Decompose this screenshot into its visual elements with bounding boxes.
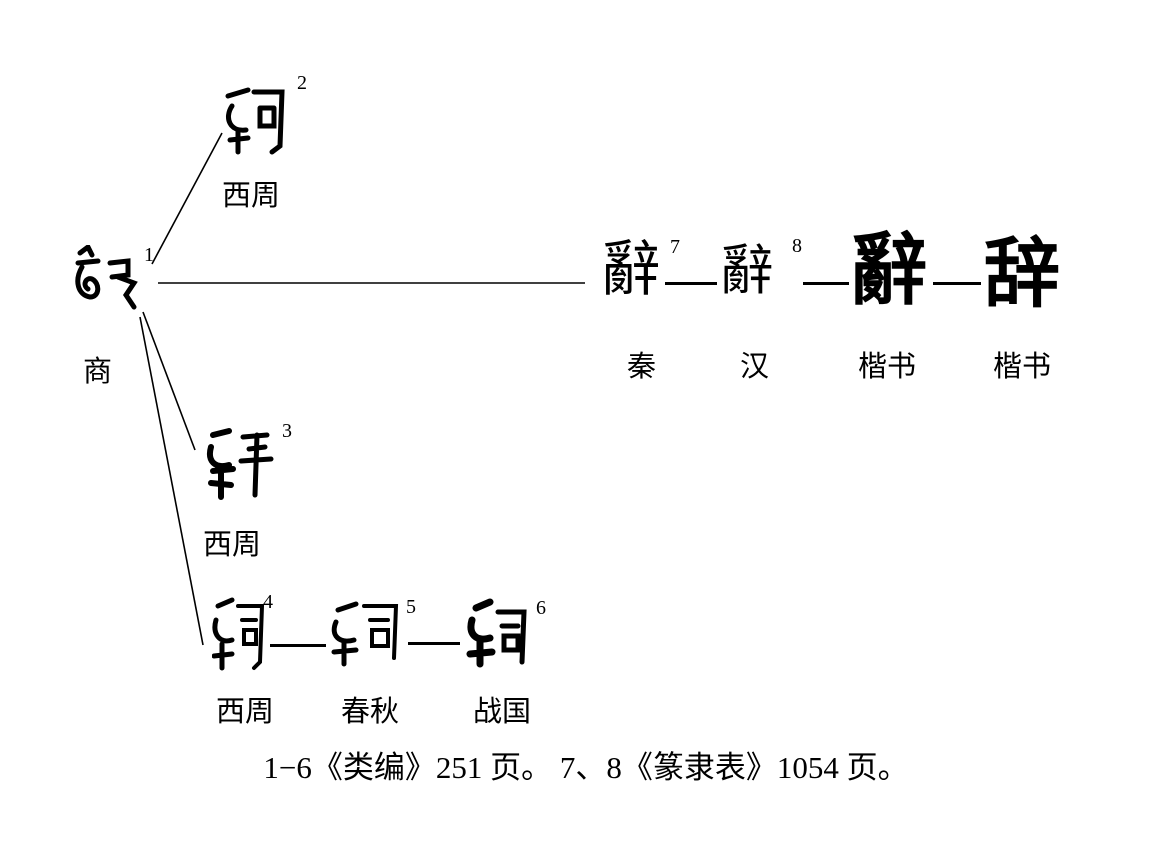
node-label-warring-states: 战国 bbox=[473, 694, 532, 728]
glyph-western-zhou-3 bbox=[205, 425, 277, 503]
node-label-western-zhou-3: 西周 bbox=[203, 527, 262, 561]
node-number-4: 4 bbox=[263, 591, 273, 613]
node-label-qin: 秦 bbox=[627, 349, 657, 383]
glyph-han-8: 辭 bbox=[720, 239, 774, 302]
branch-line-to-2 bbox=[151, 132, 223, 265]
node-label-shang: 商 bbox=[83, 354, 113, 388]
node-label-western-zhou-4: 西周 bbox=[216, 694, 275, 728]
connector-dash-9-10 bbox=[933, 282, 981, 285]
branch-line-to-4 bbox=[139, 316, 204, 646]
connector-dash-5-6 bbox=[408, 642, 460, 645]
glyph-spring-autumn-5 bbox=[330, 598, 404, 668]
connector-dash-8-9 bbox=[803, 282, 849, 285]
glyph-western-zhou-4 bbox=[211, 596, 268, 674]
node-number-2: 2 bbox=[297, 72, 307, 94]
node-number-5: 5 bbox=[406, 596, 416, 618]
branch-line-to-3 bbox=[142, 311, 196, 451]
glyph-kaishu-traditional: 辭 bbox=[850, 225, 929, 316]
node-number-6: 6 bbox=[536, 597, 546, 619]
glyph-western-zhou-2 bbox=[222, 82, 290, 162]
glyph-kaishu-simplified: 辞 bbox=[984, 229, 1060, 318]
source-caption: 1−6《类编》251 页。 7、8《篆隶表》1054 页。 bbox=[263, 750, 909, 785]
connector-dash-7-8 bbox=[665, 282, 717, 285]
node-number-3: 3 bbox=[282, 420, 292, 442]
glyph-shang-oracle bbox=[70, 243, 150, 313]
glyph-warring-states-6 bbox=[466, 598, 530, 670]
node-label-spring-autumn: 春秋 bbox=[341, 694, 400, 728]
glyph-qin-7: 辭 bbox=[601, 235, 661, 305]
node-number-7: 7 bbox=[670, 236, 680, 258]
node-number-8: 8 bbox=[792, 235, 802, 257]
node-label-kaishu-2: 楷书 bbox=[993, 349, 1052, 383]
node-number-1: 1 bbox=[144, 244, 154, 266]
node-label-western-zhou-2: 西周 bbox=[222, 178, 281, 212]
node-label-kaishu-1: 楷书 bbox=[858, 349, 917, 383]
connector-dash-4-5 bbox=[270, 644, 326, 647]
node-label-han: 汉 bbox=[740, 349, 770, 383]
